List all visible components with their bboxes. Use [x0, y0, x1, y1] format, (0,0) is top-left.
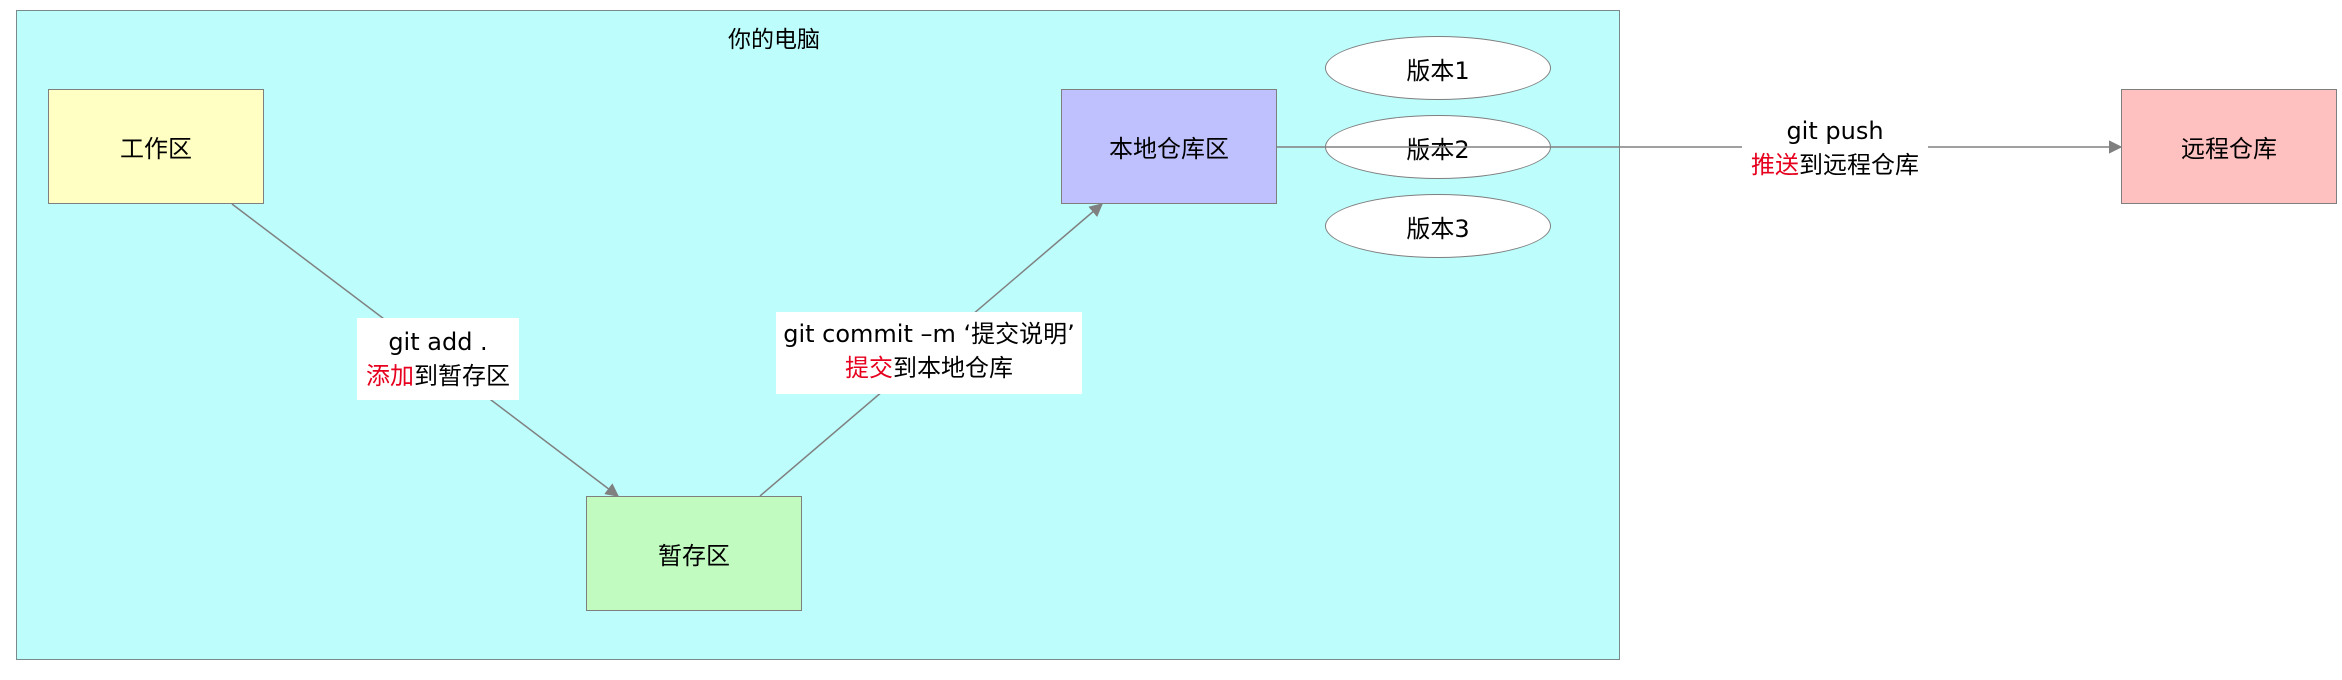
push-action: 推送 [1751, 151, 1799, 179]
remote-repo-label: 远程仓库 [2181, 135, 2277, 163]
commit-action-rest: 到本地仓库 [893, 354, 1013, 382]
staging-label: 暂存区 [658, 542, 730, 570]
push-action-rest: 到远程仓库 [1799, 151, 1919, 179]
add-action-rest: 到暂存区 [414, 362, 510, 390]
commit-edge-label: git commit –m ‘提交说明’ 提交到本地仓库 [776, 312, 1082, 394]
version-3-label: 版本3 [1406, 214, 1470, 243]
local-repo-node: 本地仓库区 [1061, 89, 1277, 204]
commit-action: 提交 [845, 354, 893, 382]
version-1-label: 版本1 [1406, 56, 1470, 85]
version-1-ellipse: 版本1 [1325, 36, 1551, 100]
add-command: git add . [388, 328, 488, 356]
version-3-ellipse: 版本3 [1325, 194, 1551, 258]
workspace-node: 工作区 [48, 89, 264, 204]
commit-command: git commit –m ‘提交说明’ [783, 320, 1075, 348]
workspace-label: 工作区 [120, 135, 192, 163]
remote-repo-node: 远程仓库 [2121, 89, 2337, 204]
container-title: 你的电脑 [728, 27, 820, 53]
staging-node: 暂存区 [586, 496, 802, 611]
version-2-label: 版本2 [1406, 135, 1470, 164]
local-repo-label: 本地仓库区 [1109, 135, 1229, 163]
push-command: git push [1786, 117, 1884, 145]
push-edge-label: git push 推送到远程仓库 [1742, 114, 1928, 186]
add-action: 添加 [366, 362, 414, 390]
add-edge-label: git add . 添加到暂存区 [357, 318, 519, 400]
